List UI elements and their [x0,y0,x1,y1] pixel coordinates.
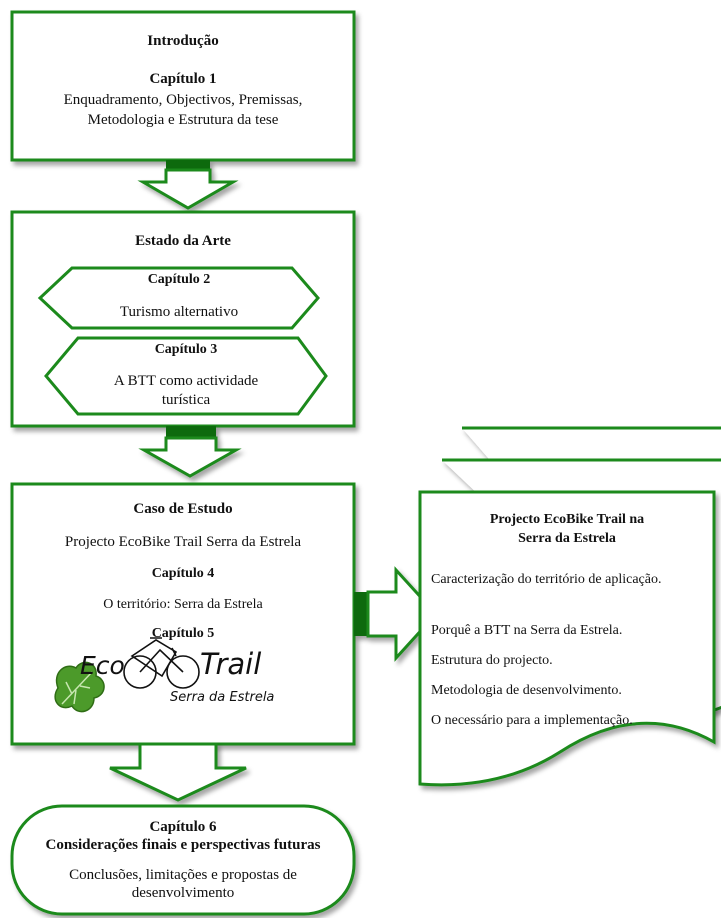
chapter-2-label: Capítulo 2 [147,272,211,287]
right-arrow [354,566,439,662]
document-item: O necessário para a implementação. [431,713,633,728]
chapter-6-label: Capítulo 6 [149,819,217,835]
chapter-2-hexagon [37,266,320,330]
document-item: Metodologia de desenvolvimento. [431,683,622,698]
state-of-art-title: Estado da Arte [135,233,231,249]
chapter-1-label: Capítulo 1 [149,71,217,87]
document-title-line1: Projecto EcoBike Trail na [489,512,645,527]
chapter-3-hexagon [44,336,328,416]
down-arrow-3 [109,742,247,802]
chapter-1-text-line2: Metodologia e Estrutura da tese [87,112,279,128]
document-item: Caracterização do território de aplicaçã… [431,572,662,587]
case-study-project: Projecto EcoBike Trail Serra da Estrela [64,534,302,550]
chapter-2-text: Turismo alternativo [119,304,239,320]
conclusion-box [10,804,356,916]
chapter-3-label: Capítulo 3 [154,342,218,357]
chapter-4-text: O território: Serra da Estrela [103,597,263,612]
case-study-title: Caso de Estudo [133,501,233,517]
conclusion-text-line1: Conclusões, limitações e propostas de [69,867,297,883]
conclusion-title: Considerações finais e perspectivas futu… [45,837,321,853]
chapter-5-label: Capítulo 5 [151,626,215,641]
logo-subtitle-text: Serra da Estrela [170,690,275,705]
chapter-1-text-line1: Enquadramento, Objectivos, Premissas, [63,92,303,108]
intro-box [10,10,356,162]
logo-eco-text: Eco [80,651,125,680]
conclusion-text-line2: desenvolvimento [131,885,235,901]
document-item: Estrutura do projecto. [431,653,553,668]
down-arrow-2 [138,426,242,478]
chapter-3-text-line1: A BTT como actividade [113,373,259,389]
down-arrow-1 [137,160,239,210]
intro-title: Introdução [147,33,219,49]
document-item: Porquê a BTT na Serra da Estrela. [431,623,623,638]
bicycle-leaf-logo [54,637,200,713]
chapter-3-text-line2: turística [161,392,211,408]
document-stack [418,426,721,787]
logo-trail-text: Trail [200,647,262,681]
document-title-line2: Serra da Estrela [518,531,616,546]
chapter-4-label: Capítulo 4 [151,566,215,581]
